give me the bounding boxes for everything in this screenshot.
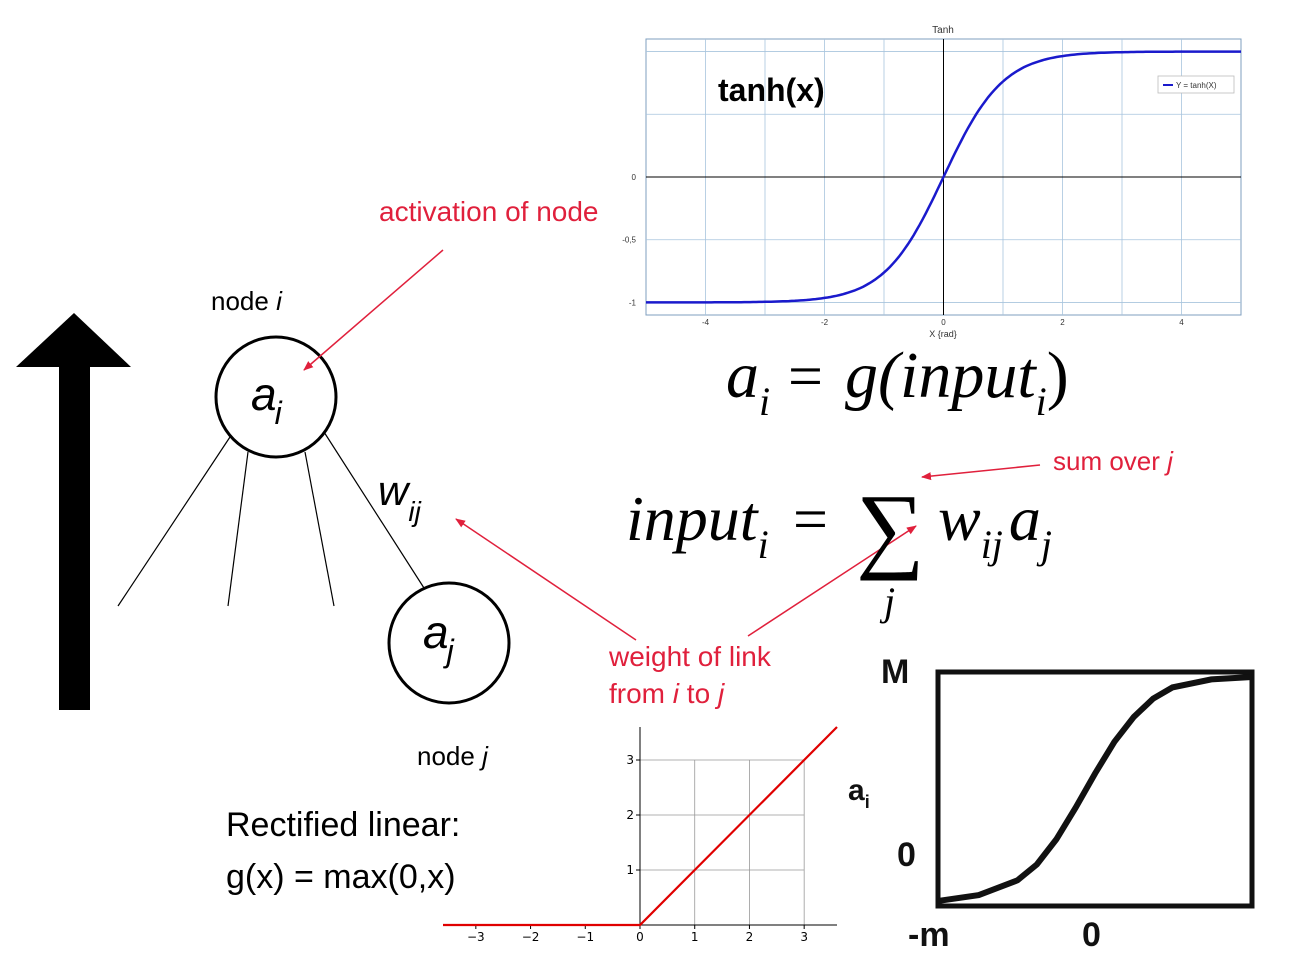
relu-xtick-label: 1 [691,930,699,944]
weight-annotation-line2: from i to j [609,678,725,709]
relu-ytick-label: 2 [626,808,634,822]
tanh-xtick-label: 4 [1179,318,1184,327]
sigmoid-frame [935,669,1255,909]
link-line [227,451,249,607]
activation-annotation: activation of node [379,196,599,227]
link-line [304,451,335,607]
sigmoid-ytick-M: M [881,653,909,691]
sigmoid-chart: M ai 0 -m 0 [848,653,1255,954]
input-equation: inputi = ∑ j wijaj [626,474,1052,624]
sigmoid-ytick-0: 0 [897,836,916,874]
tanh-inset-label: tanh(x) [718,72,825,108]
relu-ytick-label: 3 [626,753,634,767]
svg-text:ai: ai [726,339,770,424]
weight-link-line [323,431,425,589]
relu-chart: −3 −2 −1 0 1 2 3 1 2 3 [443,726,838,944]
tanh-ytick-label: 0 [632,173,637,182]
relu-series-line [443,726,838,927]
sigmoid-xtick-0: 0 [1082,916,1101,954]
tanh-tick-labels: -4 -2 0 2 4 0 -0,5 -1 [622,173,1184,327]
sigmoid-ylabel: ai [848,774,870,812]
tanh-legend: Y = tanh(X) [1157,75,1235,94]
relu-axes [443,727,837,926]
relu-xtick-label: −2 [522,930,540,944]
annotations: activation of node sum over j weight of … [303,196,1174,709]
sigmoid-ytick-m: -m [908,916,950,954]
activation-equation: ai = g(inputi) [726,339,1069,424]
tanh-ytick-label: -1 [629,298,637,307]
node-j-circle [387,581,511,705]
tanh-xtick-label: 0 [941,318,946,327]
weight-label: wij [378,467,422,527]
relu-xtick-label: 0 [636,930,644,944]
relu-grid [640,759,805,925]
svg-text:inputi: inputi [626,483,769,567]
svg-text:g(inputi): g(inputi) [845,339,1069,424]
up-arrow-icon [16,313,131,710]
relu-caption-line1: Rectified linear: [226,806,460,844]
node-i-symbol: ai [251,368,283,431]
tanh-series-line [646,50,1241,304]
sigmoid-series-line [937,674,1253,904]
weight-pointer-arrow-left [455,518,637,641]
svg-text:=: = [793,486,828,554]
summation-symbol: ∑ [856,474,924,581]
svg-text:=: = [788,343,823,411]
tanh-legend-label: Y = tanh(X) [1176,81,1217,90]
svg-text:wijaj: wijaj [938,483,1052,567]
weight-annotation-line1: weight of link [608,641,772,672]
activation-pointer-arrow [303,249,444,371]
tanh-xtick-label: -4 [702,318,710,327]
relu-xtick-label: −3 [467,930,485,944]
relu-xtick-label: −1 [576,930,594,944]
node-i-caption: node i [211,286,283,316]
tanh-chart-background [620,24,1245,344]
tanh-xtick-label: -2 [821,318,829,327]
tanh-xtick-label: 2 [1060,318,1065,327]
link-line [117,436,231,607]
relu-tick-labels: −3 −2 −1 0 1 2 3 1 2 3 [467,753,808,944]
relu-xtick-label: 2 [746,930,754,944]
sum-over-annotation: sum over j [1053,446,1174,476]
relu-caption-line2: g(x) = max(0,x) [226,858,456,896]
tanh-chart-title: Tanh [932,25,954,36]
tanh-ytick-label: -0,5 [622,236,636,245]
sum-over-pointer-arrow [921,464,1041,481]
network-diagram: ai aj wij node i node j [117,286,511,771]
node-j-symbol: aj [423,606,455,669]
relu-ytick-label: 1 [626,863,634,877]
weight-pointer-arrow-right [747,525,917,637]
tanh-xaxis-label: X {rad} [929,329,957,339]
node-j-caption: node j [417,741,489,771]
svg-text:j: j [879,579,895,624]
relu-xtick-label: 3 [800,930,808,944]
